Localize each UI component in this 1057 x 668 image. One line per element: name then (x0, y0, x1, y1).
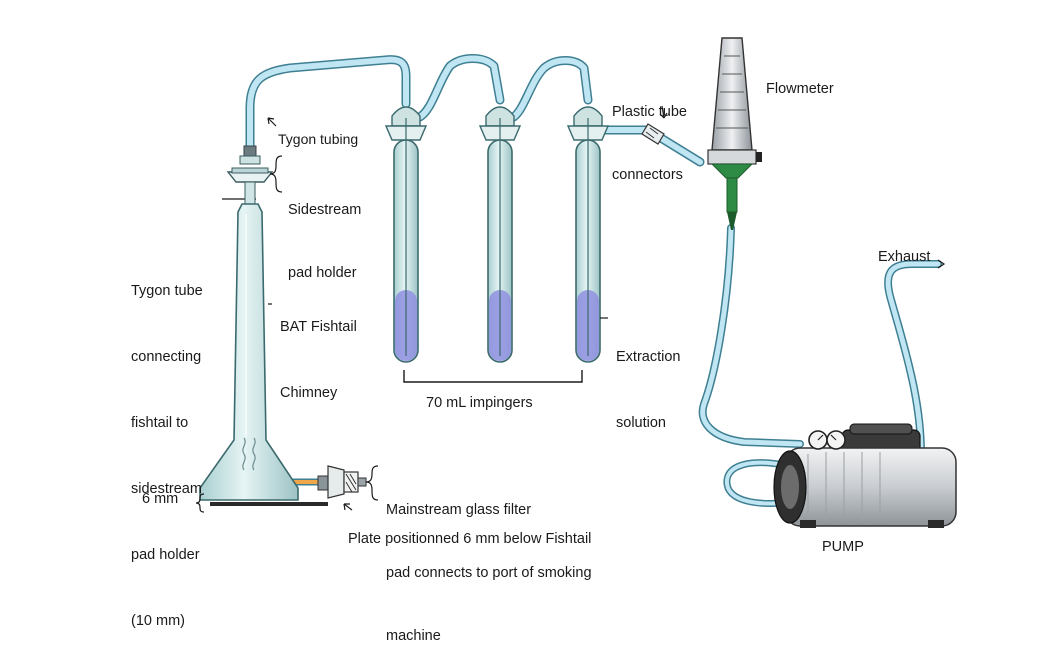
label-line: machine (386, 628, 441, 644)
label-tygon-tubing: Tygon tubing (278, 131, 359, 147)
label-line: solution (616, 415, 666, 431)
label-line: Mainstream glass filter (386, 502, 532, 518)
plate (210, 502, 328, 506)
label-flowmeter: Flowmeter (766, 81, 834, 97)
smoke-wisp-icon (242, 437, 256, 471)
label-line: pad holder (288, 265, 357, 281)
label-line: Tygon tube (131, 283, 203, 299)
label-line: Plastic tube (612, 104, 687, 120)
label-line: pad holder (131, 547, 200, 563)
vacuum-pump (773, 423, 957, 528)
brace-marks (195, 155, 608, 513)
label-pump: PUMP (822, 539, 864, 555)
bat-fishtail-chimney (199, 203, 328, 506)
sidestream-pad-holder (222, 145, 274, 205)
label-line: pad connects to port of smoking (386, 565, 592, 581)
tygon-tubing (245, 54, 942, 507)
plastic-tube-connector (641, 123, 665, 145)
label-line: (10 mm) (131, 613, 185, 629)
impingers-bracket (403, 370, 583, 383)
impinger-1 (384, 106, 428, 363)
label-line: sidestream (131, 481, 202, 497)
label-line: Extraction (616, 349, 681, 365)
label-line: connecting (131, 349, 202, 365)
impinger-3 (566, 106, 610, 363)
smoking-apparatus-diagram: Tygon tubing Sidestream pad holder Tygon… (131, 37, 957, 644)
label-tygon-tube-connecting: Tygon tube connecting fishtail to sidest… (131, 236, 203, 654)
label-line: fishtail to (131, 415, 189, 431)
label-plastic-tube-connectors: Plastic tube connectors (612, 60, 687, 207)
impinger-2 (478, 106, 522, 363)
label-sidestream-pad-holder: Sidestream pad holder (288, 158, 361, 305)
pressure-gauge-icon (808, 430, 846, 450)
label-impingers: 70 mL impingers (426, 395, 533, 411)
label-bat-fishtail-chimney: BAT Fishtail Chimney (280, 272, 357, 426)
label-exhaust: Exhaust (878, 249, 931, 265)
apparatus-drawing (195, 37, 957, 528)
arrow-icon (267, 105, 946, 511)
label-line: BAT Fishtail (280, 319, 357, 335)
mainstream-filter-holder (317, 465, 367, 499)
label-line: Sidestream (288, 202, 362, 218)
label-line: Chimney (280, 385, 338, 401)
label-mainstream-filter: Mainstream glass filter pad connects to … (386, 458, 592, 668)
label-six-mm: 6 mm (142, 491, 179, 507)
flowmeter (707, 37, 762, 230)
label-plate-positioned: Plate positionned 6 mm below Fishtail (348, 531, 592, 547)
label-extraction-solution: Extraction solution (616, 302, 680, 456)
label-line: connectors (612, 167, 683, 183)
